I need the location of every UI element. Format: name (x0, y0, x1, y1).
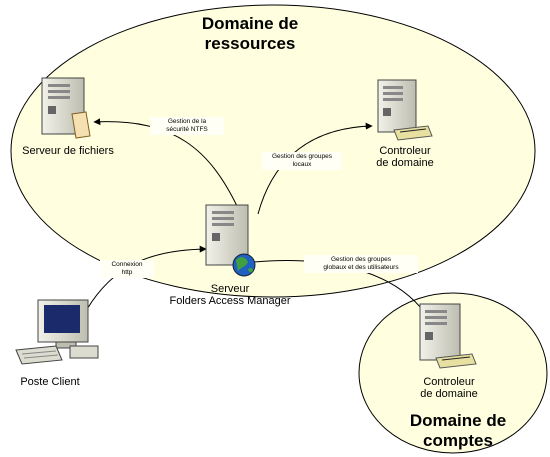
link-http-note-line1: Connexion (111, 261, 143, 268)
link-local-groups-note-line2: locaux (292, 161, 312, 168)
domain-controller-icon (377, 79, 433, 141)
dc-resources-label-line2: de domaine (376, 157, 434, 169)
link-ntfs (93, 118, 239, 209)
account-domain-title-line2: comptes (423, 431, 493, 450)
file-server-icon (41, 77, 91, 139)
dc-accounts-label: Controleur de domaine (404, 376, 494, 400)
file-server-label: Serveur de fichiers (22, 145, 114, 157)
resource-domain-ellipse (10, 4, 536, 298)
dc-resources-label: Controleur de domaine (360, 145, 450, 169)
workstation-icon (15, 299, 99, 365)
resource-domain-title: Domaine de ressources (170, 14, 330, 54)
link-ntfs-note-line2: sécurité NTFS (166, 126, 208, 133)
resource-domain-title-line2: ressources (204, 34, 296, 53)
dc-accounts-label-line2: de domaine (420, 388, 478, 400)
link-ntfs-note: Gestion de la sécurité NTFS (150, 117, 224, 135)
fam-server-label: Serveur Folders Access Manager (150, 283, 310, 307)
link-http-note: Connexion http (100, 260, 154, 278)
link-local-groups-note: Gestion des groupes locaux (262, 152, 342, 170)
link-local-groups-note-line1: Gestion des groupes (272, 153, 332, 160)
account-domain-ellipse (358, 292, 548, 454)
link-global-groups-note-line2: globaux et des utilisateurs (323, 264, 399, 271)
dc-accounts-label-line1: Controleur (423, 376, 475, 388)
dc-resources-label-line1: Controleur (379, 145, 431, 157)
account-domain-title-line1: Domaine de (409, 411, 507, 430)
account-domain-title: Domaine de comptes (388, 411, 528, 451)
fam-server-label-line1: Serveur (210, 283, 250, 295)
resource-domain-title-line1: Domaine de (201, 14, 299, 33)
client-label: Poste Client (20, 376, 80, 388)
fam-server-label-line2: Folders Access Manager (169, 295, 291, 307)
server-globe-icon (205, 204, 256, 277)
link-global-groups-note-line1: Gestion des groupes (331, 256, 391, 263)
domain-controller-icon (419, 303, 477, 369)
link-http-note-line2: http (121, 269, 133, 276)
link-global-groups-note: Gestion des groupes globaux et des utili… (304, 255, 418, 273)
link-ntfs-note-line1: Gestion de la (167, 118, 207, 125)
